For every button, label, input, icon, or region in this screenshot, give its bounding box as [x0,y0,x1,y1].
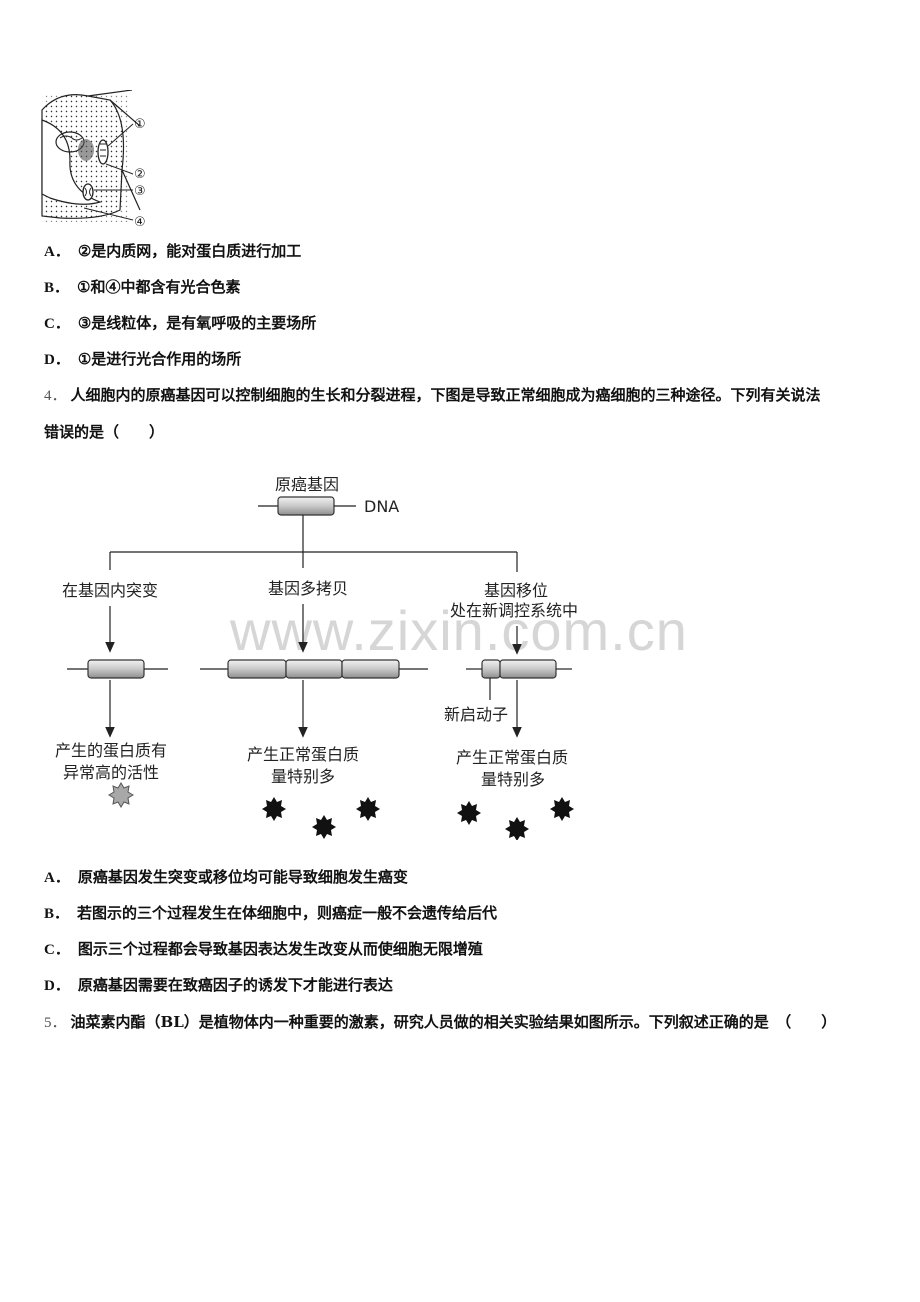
q3-option-b: B． ①和④中都含有光合色素 [44,277,240,298]
normal-protein-shape [262,797,286,821]
cell-figure: ① ② ③ ④ [41,90,146,230]
mutated-gene-cylinder [87,659,145,679]
new-promoter-segment [481,659,501,679]
option-text: ①是进行光合作用的场所 [77,350,242,368]
normal-protein-shape [356,797,380,821]
cell-label-2: ② [134,167,146,182]
option-text: 原癌基因需要在致癌因子的诱发下才能进行表达 [77,976,393,994]
q4-stem-line2: 错误的是（ ） [44,422,164,442]
gene-copy-2 [285,659,343,679]
q3-option-a: A． ②是内质网，能对蛋白质进行加工 [44,241,301,262]
top-label: 原癌基因 [275,475,339,494]
oncogene-diagram: 原癌基因 DNA 在基因内突变 基因多拷贝 基因移位 处在新调控系统中 新启动子… [55,475,578,840]
option-text: ③是线粒体，是有氧呼吸的主要场所 [77,314,317,332]
option-text: ②是内质网，能对蛋白质进行加工 [77,242,302,260]
option-letter: B． [44,280,70,296]
option-letter: D． [44,978,70,994]
branch3-label-1: 基因移位 [484,581,548,600]
q4-option-d: D． 原癌基因需要在致癌因子的诱发下才能进行表达 [44,975,393,996]
q4-option-a: A． 原癌基因发生突变或移位均可能导致细胞发生癌变 [44,867,408,888]
q4-option-b: B． 若图示的三个过程发生在体细胞中，则癌症一般不会遗传给后代 [44,903,497,924]
result2-line1: 产生正常蛋白质 [247,745,359,764]
option-letter: A． [44,244,70,260]
dna-label: DNA [364,497,399,516]
q5-stem: 5．油菜素内酯（BL）是植物体内一种重要的激素，研究人员做的相关实验结果如图所示… [44,1012,836,1033]
option-letter: A． [44,870,70,886]
result3-line1: 产生正常蛋白质 [456,748,568,767]
gene-copy-1 [227,659,287,679]
dna-gene-cylinder [277,496,335,516]
result1-line2: 异常高的活性 [63,763,159,782]
q4-stem-line1: 4．人细胞内的原癌基因可以控制细胞的生长和分裂进程，下图是导致正常细胞成为癌细胞… [44,385,821,406]
q4-text-1: 人细胞内的原癌基因可以控制细胞的生长和分裂进程，下图是导致正常细胞成为癌细胞的三… [70,386,821,404]
option-text: 图示三个过程都会导致基因表达发生改变从而使细胞无限增殖 [77,940,483,958]
promoter-label: 新启动子 [444,705,508,724]
cell-label-3: ③ [134,184,146,199]
q3-option-c: C． ③是线粒体，是有氧呼吸的主要场所 [44,313,316,334]
gene-copy-3 [341,659,400,679]
q5-text: 油菜素内酯（BL）是植物体内一种重要的激素，研究人员做的相关实验结果如图所示。下… [70,1013,837,1031]
option-letter: D． [44,352,70,368]
q4-option-c: C． 图示三个过程都会导致基因表达发生改变从而使细胞无限增殖 [44,939,483,960]
normal-protein-shape [550,797,574,821]
normal-protein-shape [505,817,529,840]
option-letter: C． [44,316,70,332]
result3-line2: 量特别多 [481,770,545,789]
result1-line1: 产生的蛋白质有 [55,741,167,760]
option-text: 若图示的三个过程发生在体细胞中，则癌症一般不会遗传给后代 [77,904,498,922]
option-text: ①和④中都含有光合色素 [77,278,241,296]
branch2-label: 基因多拷贝 [268,579,348,598]
normal-protein-shape [312,815,336,839]
q4-text-2: 错误的是（ ） [44,423,165,441]
option-letter: C． [44,942,70,958]
question-number: 4． [44,388,67,404]
result2-line2: 量特别多 [271,767,335,786]
translocated-gene-cylinder [499,659,557,679]
q3-option-d: D． ①是进行光合作用的场所 [44,349,241,370]
cell-label-4: ④ [134,215,146,230]
branch3-label-2: 处在新调控系统中 [450,601,578,620]
abnormal-protein-shape [108,782,134,808]
branch1-label: 在基因内突变 [62,581,158,600]
normal-protein-shape [457,801,481,825]
option-text: 原癌基因发生突变或移位均可能导致细胞发生癌变 [77,868,408,886]
cell-label-1: ① [134,117,146,132]
option-letter: B． [44,906,70,922]
question-number: 5． [44,1015,67,1031]
